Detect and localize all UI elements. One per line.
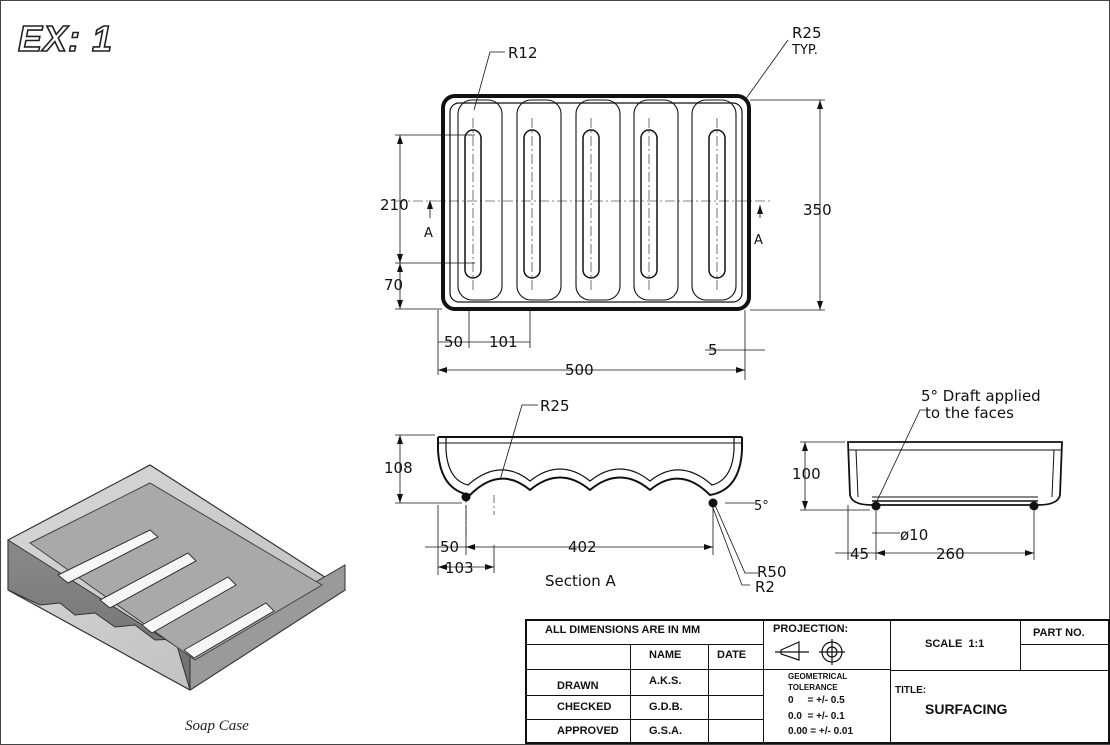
dim-draft-5deg: 5° bbox=[754, 499, 769, 514]
dim-260: 260 bbox=[936, 545, 965, 563]
dim-r12: R12 bbox=[508, 44, 538, 62]
dim-108: 108 bbox=[384, 459, 413, 477]
title-label: TITLE: bbox=[895, 685, 927, 696]
draft-note-line-1: 5° Draft applied bbox=[921, 387, 1041, 405]
row-role-drawn: DRAWN bbox=[557, 680, 599, 692]
dim-50-top: 50 bbox=[444, 333, 463, 351]
dim-r25-top: R25 bbox=[792, 24, 822, 42]
tolerance-line-2: 0.0 = +/- 0.1 bbox=[788, 711, 845, 722]
row-name-drawn: A.K.S. bbox=[649, 675, 682, 687]
dim-210: 210 bbox=[380, 196, 409, 214]
dim-100: 100 bbox=[792, 465, 821, 483]
section-a-view: R25 108 50 402 103 5° R50 R2 Section A bbox=[384, 397, 787, 596]
tolerance-line-3: 0.00 = +/- 0.01 bbox=[788, 726, 854, 737]
top-view: R12 R25 TYP. 210 70 350 50 101 5 500 A A bbox=[380, 24, 832, 380]
scale-label: SCALE 1:1 bbox=[925, 638, 985, 650]
dim-r25-section: R25 bbox=[540, 397, 570, 415]
drawing-title: SURFACING bbox=[925, 701, 1008, 717]
label-typ: TYP. bbox=[791, 43, 818, 58]
dim-50-section: 50 bbox=[440, 538, 459, 556]
tray-outline bbox=[441, 94, 751, 311]
dim-103: 103 bbox=[445, 559, 474, 577]
title-block: ALL DIMENSIONS ARE IN MM NAME DATE DRAWN… bbox=[525, 619, 1110, 744]
tolerance-title-2: TOLERANCE bbox=[788, 683, 838, 692]
projection-label: PROJECTION: bbox=[773, 623, 849, 635]
tolerance-line-1: 0 = +/- 0.5 bbox=[788, 695, 845, 706]
dim-r50: R50 bbox=[757, 563, 787, 581]
soap-case-illustration bbox=[7, 464, 347, 691]
projection-symbol-icon bbox=[775, 639, 845, 665]
section-mark-a-right: A bbox=[754, 233, 763, 248]
tolerance-title-1: GEOMETRICAL bbox=[788, 672, 848, 681]
dim-350: 350 bbox=[803, 201, 832, 219]
section-a-label: Section A bbox=[545, 572, 616, 590]
row-role-approved: APPROVED bbox=[557, 725, 619, 737]
dim-45: 45 bbox=[850, 545, 869, 563]
row-name-approved: G.S.A. bbox=[649, 725, 683, 737]
dim-402: 402 bbox=[568, 538, 597, 556]
figure-caption: Soap Case bbox=[185, 718, 249, 734]
row-role-checked: CHECKED bbox=[557, 701, 612, 713]
part-no-label: PART NO. bbox=[1033, 627, 1085, 639]
dim-r2: R2 bbox=[755, 578, 775, 596]
all-dimensions-note: ALL DIMENSIONS ARE IN MM bbox=[545, 624, 701, 636]
date-header: DATE bbox=[717, 649, 747, 661]
dim-dia-10: ø10 bbox=[900, 526, 928, 544]
row-name-checked: G.D.B. bbox=[649, 701, 683, 713]
draft-note-line-2: to the faces bbox=[925, 404, 1014, 422]
dim-101: 101 bbox=[489, 333, 518, 351]
exercise-title: EX: 1 bbox=[17, 17, 114, 60]
dim-70: 70 bbox=[384, 276, 403, 294]
dim-500: 500 bbox=[565, 361, 594, 379]
section-mark-a-left: A bbox=[424, 226, 433, 241]
side-view: 5° Draft applied to the faces 100 ø10 45… bbox=[792, 387, 1063, 563]
dim-5: 5 bbox=[708, 341, 718, 359]
name-header: NAME bbox=[649, 649, 682, 661]
